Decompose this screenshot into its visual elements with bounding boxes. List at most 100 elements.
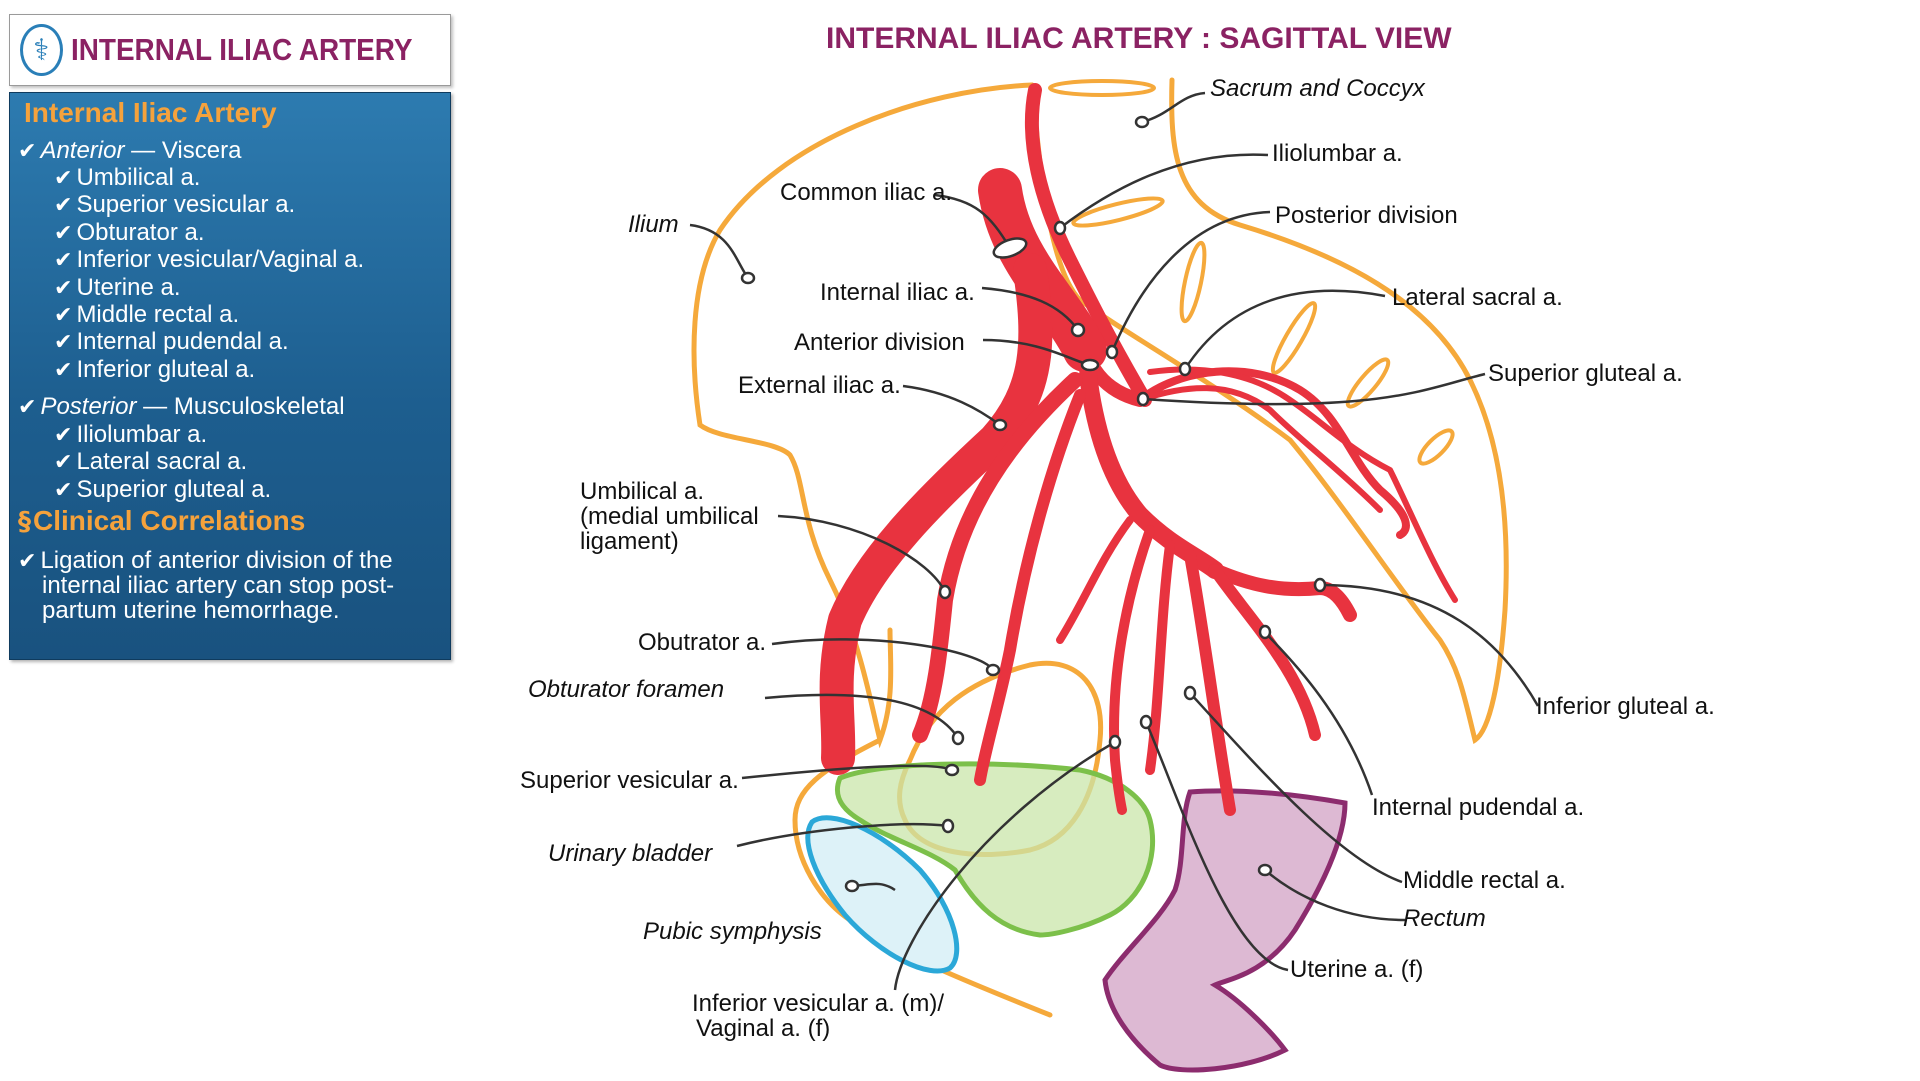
label-internal-pudendal: Internal pudendal a.: [1372, 794, 1585, 821]
internal-pudendal-artery: [1184, 549, 1236, 816]
checkmark-icon: ✔: [54, 220, 73, 246]
list-item: ✔Inferior gluteal a.: [54, 356, 255, 384]
anterior-label: Anterior: [40, 137, 125, 164]
list-item: ✔Middle rectal a.: [54, 301, 239, 329]
clinical-line: partum uterine hemorrhage.: [42, 597, 340, 624]
label-superior-gluteal: Superior gluteal a.: [1488, 360, 1683, 387]
list-item-label: Obturator a.: [76, 218, 205, 246]
inferior-gluteal-branch: [1209, 564, 1321, 741]
label-common-iliac: Common iliac a.: [780, 179, 953, 206]
list-item-label: Inferior vesicular/Vaginal a.: [76, 246, 365, 274]
checkmark-icon: ✔: [54, 303, 73, 328]
diagram-title: INTERNAL ILIAC ARTERY : SAGITTAL VIEW: [826, 22, 1452, 55]
label-lateral-sacral: Lateral sacral a.: [1392, 284, 1563, 311]
checkmark-icon: ✔: [54, 477, 73, 503]
leader-lines: [689, 91, 1540, 991]
rectum: [1102, 788, 1348, 1073]
label-urinary-bladder: Urinary bladder: [548, 840, 713, 867]
list-item: ✔Uterine a.: [54, 274, 181, 302]
anterior-desc: — Viscera: [131, 137, 242, 164]
panel-heading: Internal Iliac Artery: [24, 97, 277, 128]
label-superior-vesicular: Superior vesicular a.: [520, 767, 739, 794]
label-umbilical: Umbilical a. (medial umbilical ligament): [580, 478, 759, 555]
list-item: ✔Iliolumbar a.: [54, 421, 207, 449]
umbilical-artery: [912, 372, 1083, 743]
list-item-label: Lateral sacral a.: [76, 448, 248, 476]
posterior-label: Posterior: [40, 393, 137, 420]
list-item-label: Umbilical a.: [76, 164, 201, 191]
list-item: ✔Obturator a.: [54, 219, 205, 247]
title-card: ⚕ INTERNAL ILIAC ARTERY: [9, 14, 451, 86]
list-item-label: Superior gluteal a.: [76, 475, 272, 503]
list-item: ✔Internal pudendal a.: [54, 328, 289, 356]
checkmark-icon: ✔: [54, 450, 73, 476]
label-sacrum: Sacrum and Coccyx: [1210, 75, 1425, 102]
clinical-heading-text: Clinical Correlations: [33, 505, 306, 536]
obturator-artery: [974, 389, 1086, 786]
label-inferior-vesicular: Inferior vesicular a. (m)/ Vaginal a. (f…: [692, 990, 945, 1042]
anterior-heading: ✔Anterior — Viscera: [18, 137, 241, 165]
checkmark-icon: ✔: [18, 395, 37, 420]
ilium-outline: [691, 82, 1035, 749]
clinical-heading: §Clinical Correlations: [18, 505, 305, 537]
label-pubic-symphysis: Pubic symphysis: [643, 918, 822, 945]
list-item-label: Middle rectal a.: [76, 301, 240, 328]
posterior-division: [1088, 363, 1147, 407]
checkmark-icon: ✔: [54, 275, 73, 301]
superior-vesicular-artery: [1056, 516, 1134, 644]
label-ilium: Ilium: [628, 211, 679, 238]
label-middle-rectal: Middle rectal a.: [1403, 867, 1566, 894]
list-item: ✔Inferior vesicular/Vaginal a.: [54, 246, 364, 274]
checkmark-icon: ✔: [54, 166, 73, 191]
checkmark-icon: ✔: [54, 193, 73, 219]
label-uterine: Uterine a. (f): [1290, 956, 1424, 983]
external-iliac-artery: [819, 253, 1053, 775]
label-iliolumbar: Iliolumbar a.: [1272, 140, 1403, 167]
clinical-line: ✔Ligation of anterior division of the: [18, 547, 393, 574]
scroll-icon: §: [18, 507, 31, 537]
label-obturator: Obutrator a.: [638, 629, 767, 656]
list-item-label: Iliolumbar a.: [76, 421, 208, 448]
uterine-artery: [1109, 525, 1155, 815]
summary-panel: Internal Iliac Artery ✔Anterior — Viscer…: [9, 92, 451, 660]
list-item: ✔Lateral sacral a.: [54, 448, 247, 476]
page-title: INTERNAL ILIAC ARTERY: [70, 32, 413, 67]
list-item: ✔Superior vesicular a.: [54, 191, 295, 219]
label-obturator-foramen: Obturator foramen: [528, 676, 725, 703]
sacrum-outline: [1029, 77, 1509, 745]
caduceus-icon: ⚕: [20, 24, 63, 76]
pubic-symphysis: [805, 815, 960, 974]
middle-rectal-artery: [1145, 540, 1175, 775]
label-anterior-division: Anterior division: [794, 329, 965, 356]
checkmark-icon: ✔: [54, 330, 73, 356]
label-posterior-division: Posterior division: [1275, 202, 1458, 229]
sacral-foramen: [1048, 79, 1156, 97]
label-rectum: Rectum: [1403, 905, 1486, 932]
posterior-desc: — Musculoskeletal: [143, 393, 345, 420]
list-item-label: Superior vesicular a.: [76, 191, 296, 219]
checkmark-icon: ✔: [18, 139, 37, 164]
list-item: ✔Superior gluteal a.: [54, 476, 271, 504]
sacral-foramen: [1179, 240, 1207, 324]
superior-gluteal-branch: [1137, 385, 1383, 513]
sacral-foramen: [1071, 196, 1165, 228]
list-item: ✔Umbilical a.: [54, 164, 200, 192]
clinical-line: internal iliac artery can stop post-: [42, 572, 395, 599]
label-inferior-gluteal: Inferior gluteal a.: [1536, 693, 1715, 720]
list-item-label: Uterine a.: [76, 273, 181, 301]
list-item-label: Internal pudendal a.: [76, 328, 289, 356]
lateral-sacral-artery: [1147, 366, 1458, 603]
sacral-foramen: [1345, 357, 1391, 409]
superior-gluteal-artery: [1136, 367, 1410, 539]
posterior-heading: ✔Posterior — Musculoskeletal: [18, 393, 345, 421]
checkmark-icon: ✔: [54, 423, 73, 448]
sacral-foramen: [1417, 428, 1455, 466]
checkmark-icon: ✔: [18, 549, 37, 574]
leader-pins: [740, 115, 1327, 893]
checkmark-icon: ✔: [54, 248, 73, 274]
urinary-bladder: [835, 761, 1156, 938]
label-internal-iliac: Internal iliac a.: [820, 279, 975, 306]
sacral-foramen: [1270, 301, 1318, 375]
list-item-label: Inferior gluteal a.: [76, 355, 256, 383]
